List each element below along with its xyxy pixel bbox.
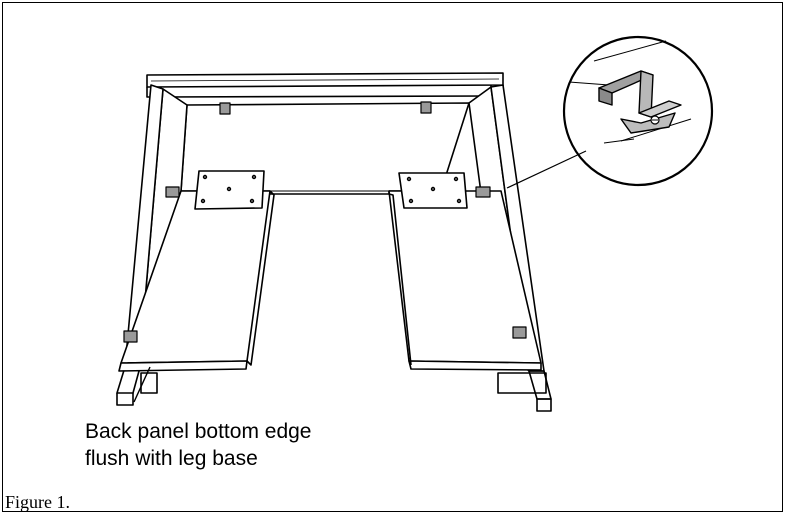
figure-caption: Figure 1. — [5, 492, 70, 512]
detail-inset — [506, 35, 714, 189]
mounting-plate-right — [398, 172, 468, 209]
callout-line-1: Back panel bottom edge — [85, 420, 312, 443]
callout-line-2: flush with leg base — [85, 447, 258, 470]
mounting-bracket — [123, 101, 527, 343]
callout-leader — [133, 366, 151, 403]
assembly-drawing — [116, 35, 714, 412]
left-lower-panel — [118, 190, 275, 394]
right-lower-panel — [388, 190, 547, 394]
figure-frame: Back panel bottom edge flush with leg ba… — [2, 2, 783, 512]
mounting-plate-left — [194, 170, 265, 210]
callout-text: Back panel bottom edge flush with leg ba… — [85, 418, 312, 472]
top-rail — [146, 72, 504, 98]
